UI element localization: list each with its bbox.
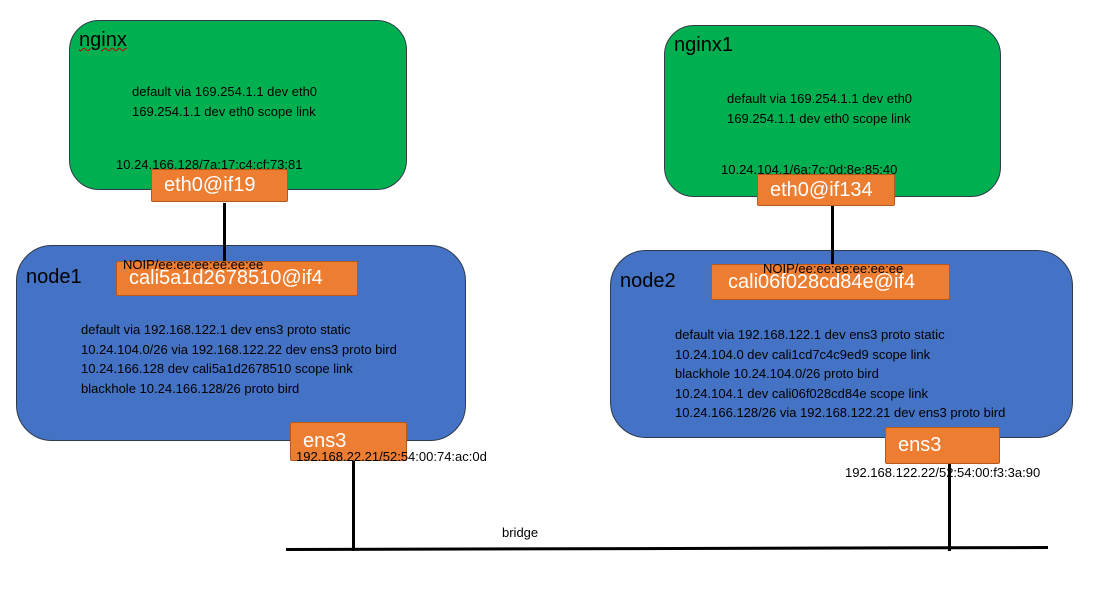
node2-noip-label: NOIP/ee:ee:ee:ee:ee:ee [763,261,904,276]
pod-nginx-title: nginx [79,29,127,51]
node1-routes: default via 192.168.122.1 dev ens3 proto… [81,320,397,398]
node2-cali-iface: cali06f028cd84e@if4 [711,264,950,300]
route-line: 10.24.104.0/26 via 192.168.122.22 dev en… [81,341,397,357]
node1-noip-label: NOIP/ee:ee:ee:ee:ee:ee [123,257,264,272]
node1-title: node1 [26,266,82,288]
pod-nginx1-routes: default via 169.254.1.1 dev eth0 169.254… [727,89,912,128]
pod-nginx1-title: nginx1 [674,34,733,56]
pod-nginx-mac-label: 10.24.166.128/7a:17:c4:cf:73:81 [116,157,303,172]
pod-nginx-routes: default via 169.254.1.1 dev eth0 169.254… [132,82,317,121]
route-line: default via 169.254.1.1 dev eth0 [727,91,913,106]
route-line: 169.254.1.1 dev eth0 scope link [132,103,316,119]
route-line: blackhole 10.24.166.128/26 proto bird [81,380,300,396]
route-line: 10.24.104.0 dev cali1cd7c4c9ed9 scope li… [675,346,931,362]
route-line: default via 192.168.122.1 dev ens3 proto… [81,322,351,337]
pod-nginx1-eth0-iface: eth0@if134 [757,174,895,206]
bridge-line [285,546,1049,551]
veth-link-node1 [223,203,226,261]
pod-nginx-box [69,20,407,190]
node1-ens3-iface: ens3 [290,422,407,461]
node2-ens3-iface: ens3 [885,427,1000,464]
pod-nginx-eth0-iface: eth0@if19 [151,169,288,202]
node2-uplink [948,464,951,551]
pod-nginx1-box [664,25,1001,197]
node2-title: node2 [620,270,676,292]
route-line: 10.24.166.128 dev cali5a1d2678510 scope … [81,361,353,376]
node1-cali-iface: cali5a1d2678510@if4 [116,261,358,296]
veth-link-node2 [831,206,834,264]
node2-routes: default via 192.168.122.1 dev ens3 proto… [675,325,1005,423]
node2-ens3-label: 192.168.122.22/52:54:00:f3:3a:90 [845,465,1041,480]
route-line: 10.24.166.128/26 via 192.168.122.21 dev … [675,405,1006,420]
node1-ens3-label: 192.168.22.21/52:54:00:74:ac:0d [296,449,487,464]
node1-uplink [352,460,355,551]
route-line: blackhole 10.24.104.0/26 proto bird [675,366,879,381]
route-line: default via 169.254.1.1 dev eth0 [132,84,318,99]
pod-nginx1-mac-label: 10.24.104.1/6a:7c:0d:8e:85:40 [721,162,898,177]
route-line: 169.254.1.1 dev eth0 scope link [727,110,911,126]
route-line: default via 192.168.122.1 dev ens3 proto… [675,327,945,342]
bridge-label: bridge [502,525,539,540]
route-line: 10.24.104.1 dev cali06f028cd84e scope li… [675,385,928,401]
